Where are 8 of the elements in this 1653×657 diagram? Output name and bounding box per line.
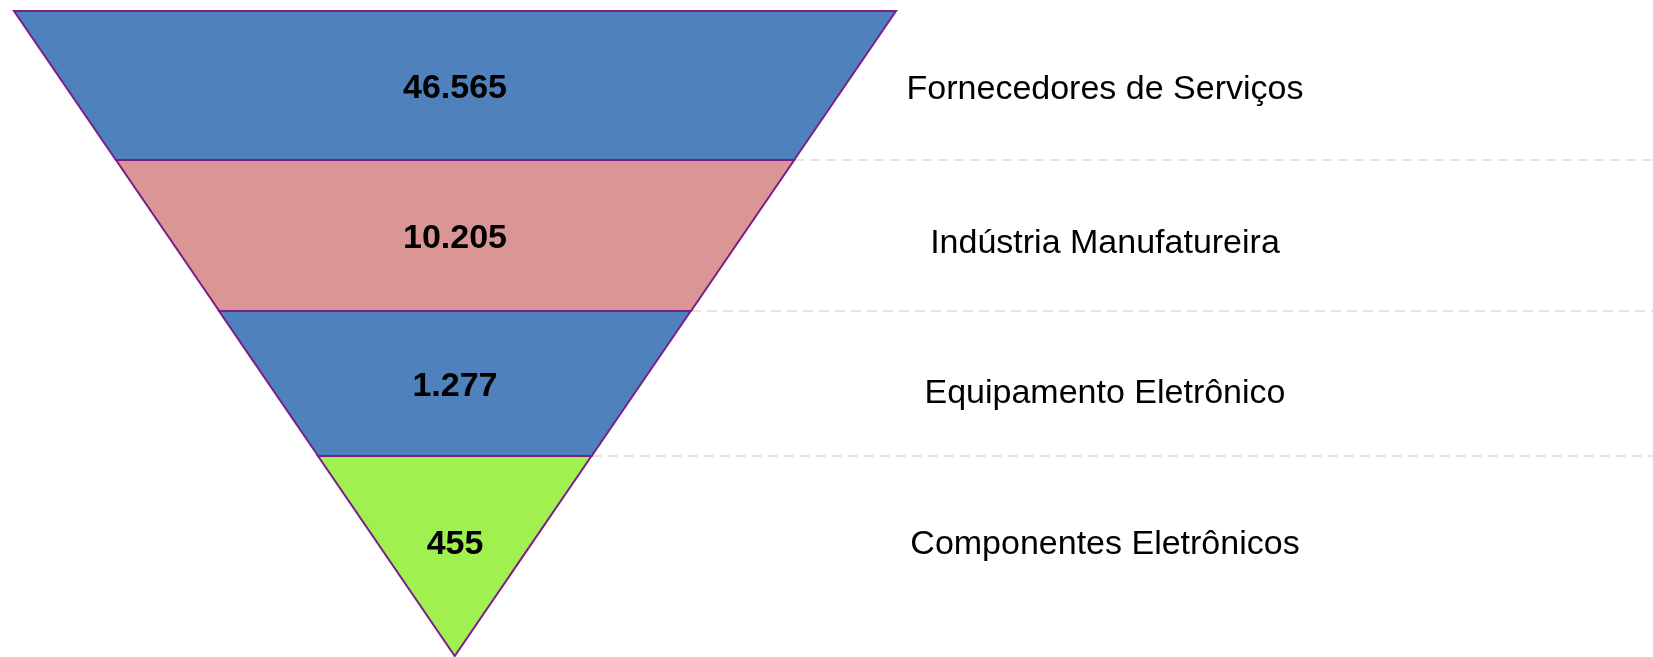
segment-label: Equipamento Eletrônico	[923, 371, 1287, 411]
segment-value: 455	[425, 522, 485, 562]
segment-label: Fornecedores de Serviços	[905, 67, 1305, 107]
segment-value: 1.277	[411, 364, 499, 403]
segment-value: 46.565	[402, 66, 508, 105]
segment-label: Componentes Eletrônicos	[909, 522, 1301, 562]
segment-label: Indústria Manufatureira	[929, 221, 1281, 261]
segment-value: 10.205	[402, 216, 508, 255]
